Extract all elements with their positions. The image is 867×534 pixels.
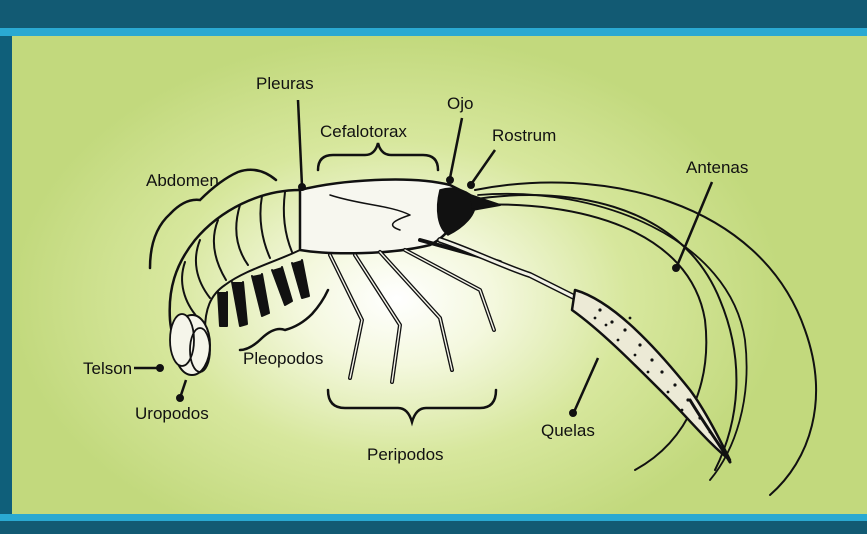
pleopod-1 — [232, 282, 247, 326]
label-antenas: Antenas — [686, 158, 748, 177]
label-rostrum: Rostrum — [492, 126, 556, 145]
label-telson: Telson — [83, 359, 132, 378]
uropodos-dot — [177, 395, 184, 402]
rostrum-dot — [468, 182, 475, 189]
pleopod-3 — [272, 267, 292, 305]
leg-1 — [330, 255, 362, 378]
segment-3 — [236, 205, 248, 265]
quelas-dot — [570, 410, 577, 417]
pleopod-4 — [292, 260, 309, 298]
label-peripodos: Peripodos — [367, 445, 444, 464]
pleuras-leader — [298, 100, 302, 186]
label-pleopodos: Pleopodos — [243, 349, 323, 368]
segment-4 — [214, 220, 226, 280]
segment-1 — [284, 192, 292, 252]
claw-body — [572, 290, 730, 460]
label-pleuras: Pleuras — [256, 74, 314, 93]
segment-6 — [182, 262, 198, 318]
label-cefalotorax: Cefalotorax — [320, 122, 407, 141]
leg-1-inner — [330, 255, 362, 378]
label-ojo: Ojo — [447, 94, 473, 113]
quelas-leader — [574, 358, 598, 412]
ojo-dot — [447, 177, 454, 184]
crayfish-illustration — [170, 180, 816, 495]
telson-dot — [157, 365, 164, 372]
leg-4-inner — [405, 250, 494, 330]
cefalotorax-brace — [318, 143, 438, 170]
rostrum-leader — [472, 150, 495, 183]
ojo-leader — [450, 118, 462, 178]
label-abdomen: Abdomen — [146, 171, 219, 190]
pleopod-5 — [218, 292, 227, 326]
antenas-dot — [673, 265, 680, 272]
segment-5 — [196, 240, 210, 298]
label-quelas: Quelas — [541, 421, 595, 440]
label-uropodos: Uropodos — [135, 404, 209, 423]
pleuras-dot — [299, 184, 306, 191]
peripodos-brace — [328, 390, 496, 422]
segment-2 — [260, 196, 270, 258]
pleopod-2 — [252, 274, 269, 316]
